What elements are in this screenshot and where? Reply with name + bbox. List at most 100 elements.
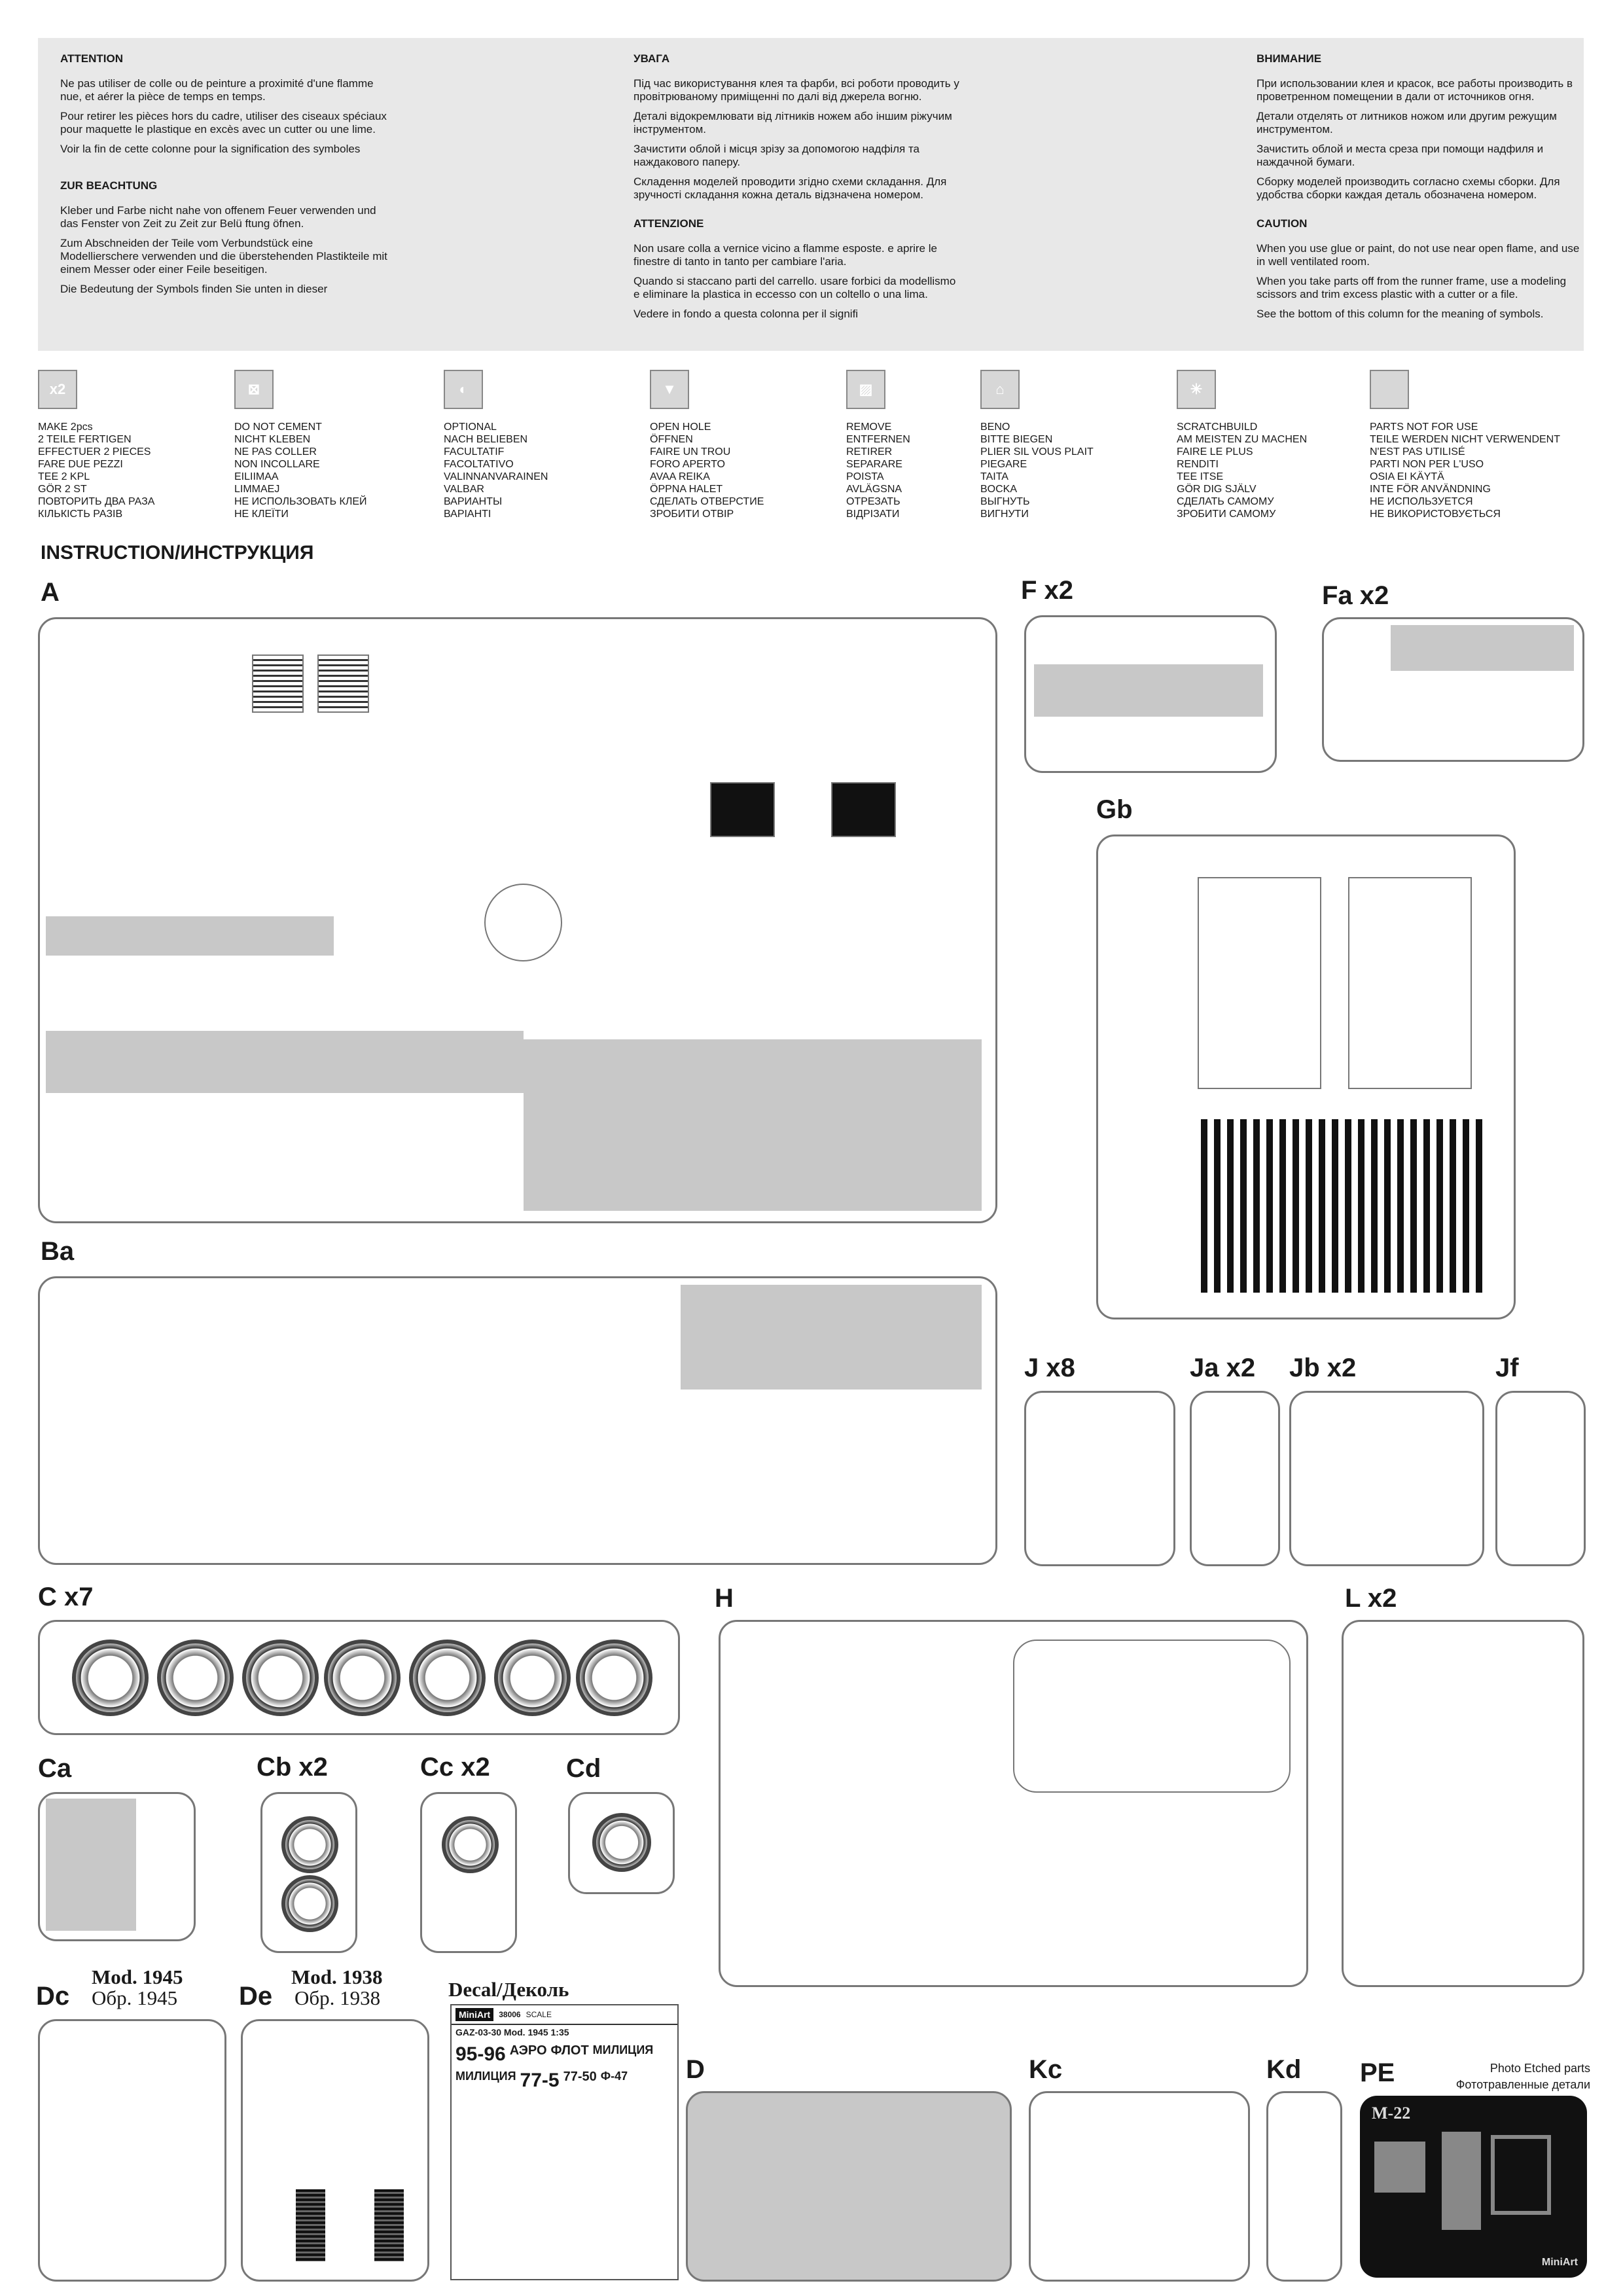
warning-text: Voir la fin de cette colonne pour la sig… [60,143,361,155]
symbol-label: PARTS NOT FOR USE TEILE WERDEN NICHT VER… [1370,422,1560,520]
unused-parts-area [1391,625,1574,671]
seat-part [831,782,896,837]
symbol-make-2: x2 MAKE 2pcs 2 TEILE FERTIGEN EFFECTUER … [38,370,234,520]
symbols-legend: x2 MAKE 2pcs 2 TEILE FERTIGEN EFFECTUER … [38,370,1584,540]
tire-part [242,1640,319,1716]
sprue-jf-label: Jf [1495,1354,1519,1382]
sprue-d [686,2091,1012,2282]
warnings-box [38,38,1584,351]
pe-code: M-22 [1372,2104,1411,2123]
symbol-label: REMOVE ENTFERNEN RETIRER SEPARARE POISTA… [846,422,910,520]
sprue-j-label: J x8 [1024,1354,1075,1382]
warning-text: Vedere in fondo a questa colonna per il … [633,308,859,320]
warning-col-middle: УВАГА Під час використування клея та фар… [633,52,961,327]
sprue-jf [1495,1391,1586,1566]
wheel-hub-part [281,1875,338,1932]
unused-parts-area [46,1031,524,1093]
scratchbuild-icon: ✳ [1177,370,1216,409]
sprue-jb-label: Jb x2 [1289,1354,1357,1382]
symbol-do-not-cement: ⊠ DO NOT CEMENT NICHT KLEBEN NE PAS COLL… [234,370,431,520]
warning-heading-fr: ATTENTION [60,52,124,65]
symbol-label: BENO BITTE BIEGEN PLIER SIL VOUS PLAIT P… [980,422,1094,520]
sprue-dc [38,2019,226,2282]
sprue-cc-label: Cc x2 [420,1753,490,1782]
symbol-parts-not-used: PARTS NOT FOR USE TEILE WERDEN NICHT VER… [1370,370,1566,520]
sprue-c-label: C x7 [38,1583,94,1611]
sprue-kd [1266,2091,1342,2282]
make-2-icon: x2 [38,370,77,409]
tire-part [157,1640,234,1716]
decal-plate: 77-5 [520,2070,560,2091]
seat-part [710,782,775,837]
sprue-j [1024,1391,1175,1566]
parts-not-used-icon [1370,370,1409,409]
warning-text: Kleber und Farbe nicht nahe von offenem … [60,204,376,230]
unused-parts-area [46,1799,136,1931]
roof-panel-part [1013,1640,1291,1793]
warning-heading-ru: ВНИМАНИЕ [1257,52,1322,65]
warning-text: See the bottom of this column for the me… [1257,308,1544,320]
sprue-ca-label: Ca [38,1754,72,1783]
warning-text: When you use glue or paint, do not use n… [1257,242,1580,268]
sprue-kc-label: Kc [1029,2055,1063,2084]
decal-scale: SCALE [526,2010,552,2019]
warning-col-left: ATTENTION Ne pas utiliser de colle ou de… [60,52,387,302]
warning-heading-it: ATTENZIONE [633,217,704,230]
sprue-dc-label: Dc [36,1982,70,2011]
tire-part [324,1640,401,1716]
decal-plate: 77-50 [563,2070,597,2084]
warning-text: Детали отделять от литников ножом или др… [1257,110,1557,135]
warning-heading-ua: УВАГА [633,52,670,65]
warning-text: Pour retirer les pièces hors du cadre, u… [60,110,387,135]
symbol-label: DO NOT CEMENT NICHT KLEBEN NE PAS COLLER… [234,422,367,520]
pe-brand: MiniArt [1541,2257,1578,2268]
sprue-l [1342,1620,1584,1987]
unused-parts-area [681,1285,982,1390]
pe-plate-part [1374,2142,1425,2193]
sprue-d-label: D [686,2055,705,2084]
tread-plate-part [374,2189,404,2261]
sprue-kd-label: Kd [1266,2055,1302,2084]
warning-text: Non usare colla a vernice vicino a flamm… [633,242,937,268]
symbol-remove: ▨ REMOVE ENTFERNEN RETIRER SEPARARE POIS… [846,370,1043,520]
sprue-cb-label: Cb x2 [257,1753,328,1782]
wheel-hub-part [592,1813,651,1872]
warning-text: Деталі відокремлювати від літників ножем… [633,110,952,135]
decal-brand: MiniArt [455,2008,494,2021]
decal-plate: ФЛОТ [550,2043,589,2058]
unused-parts-area [1034,664,1263,717]
sprue-f-label: F x2 [1021,576,1074,605]
warning-col-right: ВНИМАНИЕ При использовании клея и красок… [1257,52,1584,327]
sprue-ja [1190,1391,1280,1566]
do-not-cement-icon: ⊠ [234,370,274,409]
decal-plate: АЭРО [509,2043,547,2058]
warning-text: Зачистити облой і місця зрізу за допомог… [633,143,920,168]
symbol-label: MAKE 2pcs 2 TEILE FERTIGEN EFFECTUER 2 P… [38,422,155,520]
pe-title-ru: Фототравленные детали [1455,2078,1590,2091]
remove-icon: ▨ [846,370,885,409]
sprue-a-label: A [41,578,60,607]
sprue-h-label: H [715,1584,734,1613]
unused-parts-area [524,1039,982,1211]
tread-plate-part [296,2189,325,2261]
sprue-jb [1289,1391,1484,1566]
warning-text: Сборку моделей производить согласно схем… [1257,175,1560,201]
mod-1938-label: Mod. 1938 [291,1965,383,1988]
decal-header: MiniArt 38006 SCALE [452,2005,677,2025]
mod-1938-label-ru: Обр. 1938 [294,1986,381,2009]
decal-name: GAZ-03-30 Mod. 1945 1:35 [455,2027,569,2037]
section-title: INSTRUCTION/ИНСТРУКЦИЯ [41,542,314,564]
warning-text: При использовании клея и красок, все раб… [1257,77,1573,103]
pe-plate-part [1442,2132,1481,2230]
warning-heading-en: CAUTION [1257,217,1308,230]
platform-part [1348,877,1472,1089]
mod-1945-label-ru: Обр. 1945 [92,1986,178,2009]
unused-parts-area [46,916,334,956]
photo-etch-fret: M-22 MiniArt [1360,2096,1587,2278]
decal-plate: МИЛИЦИЯ [592,2043,654,2056]
wheel-hub-part [442,1816,499,1873]
warning-text: Quando si staccano parti del carrello. u… [633,275,956,300]
decal-plate: Ф-47 [600,2070,628,2083]
floor-plate-part [1201,1119,1482,1293]
radiator-grille-part [317,655,369,713]
